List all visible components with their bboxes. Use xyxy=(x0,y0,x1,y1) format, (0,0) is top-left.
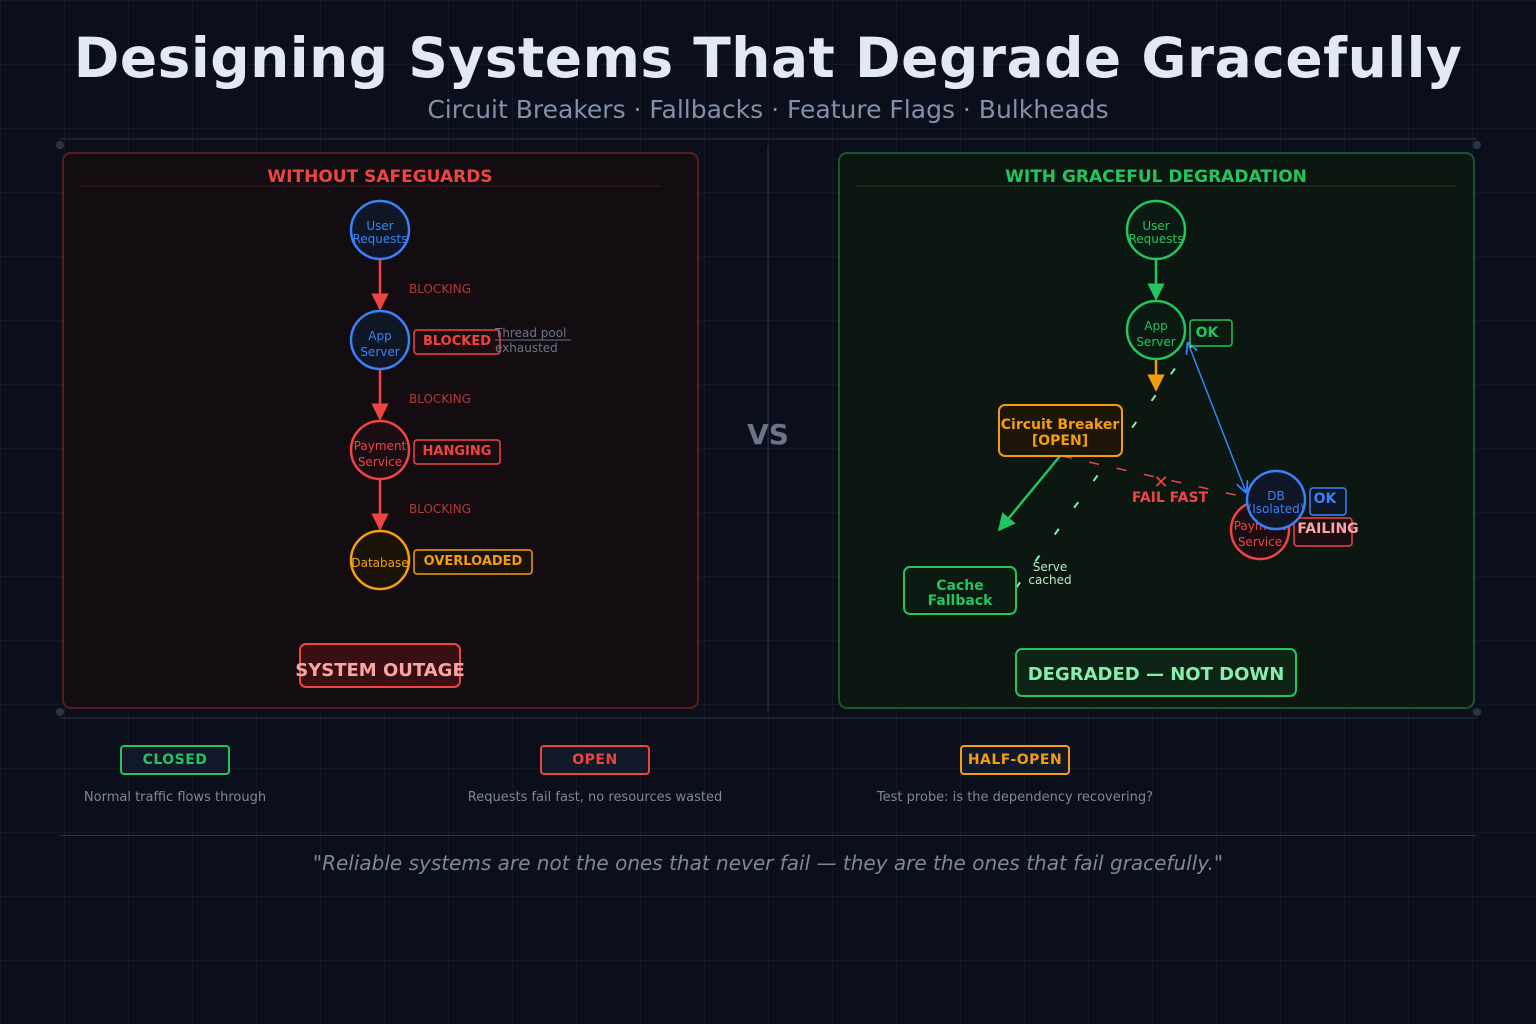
svg-text:(Isolated): (Isolated) xyxy=(1248,502,1305,516)
svg-text:Server: Server xyxy=(360,345,399,359)
node-user-requests: User Requests xyxy=(349,199,411,261)
left-panel: WITHOUT SAFEGUARDS BLOCKING BLOCKING BLO… xyxy=(62,152,699,709)
node-cache-fallback: Cache Fallback xyxy=(903,566,1017,615)
badge-db-ok: OK xyxy=(1309,487,1347,516)
svg-text:cached: cached xyxy=(1028,573,1071,587)
svg-text:FAILING: FAILING xyxy=(1297,521,1358,537)
page-title: Designing Systems That Degrade Gracefull… xyxy=(73,26,1463,90)
svg-text:exhausted: exhausted xyxy=(495,341,558,355)
node-app-server: App Server xyxy=(349,309,411,371)
svg-text:Payment: Payment xyxy=(354,439,407,453)
svg-text:DEGRADED — NOT DOWN: DEGRADED — NOT DOWN xyxy=(1028,664,1285,685)
svg-text:BLOCKED: BLOCKED xyxy=(423,334,491,349)
svg-text:Fallback: Fallback xyxy=(928,593,994,609)
svg-text:App: App xyxy=(368,329,391,343)
left-panel-heading: WITHOUT SAFEGUARDS xyxy=(267,167,492,187)
legend-desc-half-open: Test probe: is the dependency recovering… xyxy=(876,790,1154,805)
svg-text:Requests: Requests xyxy=(1129,232,1184,246)
svg-text:Circuit Breaker: Circuit Breaker xyxy=(1001,417,1120,433)
legend-chip-open: OPEN xyxy=(540,745,650,775)
divider xyxy=(60,835,1476,836)
svg-text:[OPEN]: [OPEN] xyxy=(1032,433,1088,449)
svg-text:User: User xyxy=(1142,219,1169,233)
serve-cached-label: Serve cached xyxy=(1028,560,1071,587)
fail-mark-icon: ✕ xyxy=(1153,472,1168,493)
svg-text:OK: OK xyxy=(1196,325,1220,341)
badge-failing: FAILING xyxy=(1293,517,1359,547)
node-app-server: App Server xyxy=(1125,299,1187,361)
svg-text:Cache: Cache xyxy=(936,578,983,594)
edge-label-blocking: BLOCKING xyxy=(409,282,471,296)
legend-chip-half-open: HALF-OPEN xyxy=(960,745,1070,775)
page-subtitle: Circuit Breakers · Fallbacks · Feature F… xyxy=(427,95,1109,124)
node-db-isolated: DB (Isolated) xyxy=(1245,469,1307,531)
svg-text:Service: Service xyxy=(358,455,402,469)
badge-app-ok: OK xyxy=(1189,319,1233,347)
edge-label-blocking: BLOCKING xyxy=(409,502,471,516)
node-user-requests: User Requests xyxy=(1125,199,1187,261)
svg-text:SYSTEM OUTAGE: SYSTEM OUTAGE xyxy=(295,660,465,681)
svg-text:Service: Service xyxy=(1238,535,1282,549)
outcome-system-outage: SYSTEM OUTAGE xyxy=(295,643,465,688)
svg-text:Database: Database xyxy=(351,556,408,570)
svg-text:OVERLOADED: OVERLOADED xyxy=(424,554,523,569)
badge-blocked: BLOCKED xyxy=(413,329,501,355)
svg-text:HANGING: HANGING xyxy=(423,444,492,459)
svg-text:Serve: Serve xyxy=(1033,560,1067,574)
legend-desc-closed: Normal traffic flows through xyxy=(83,790,267,805)
svg-text:Requests: Requests xyxy=(353,232,408,246)
fail-fast-label: FAIL FAST xyxy=(1132,490,1209,506)
right-panel: WITH GRACEFUL DEGRADATION User Requests … xyxy=(838,152,1475,709)
edge-app-to-db xyxy=(1188,343,1246,492)
svg-text:User: User xyxy=(366,219,393,233)
legend-chip-closed: CLOSED xyxy=(120,745,230,775)
vs-label: VS xyxy=(747,418,789,451)
svg-text:Thread pool: Thread pool xyxy=(494,326,566,340)
svg-text:Server: Server xyxy=(1136,335,1175,349)
node-payment-service: Payment Service xyxy=(349,419,411,481)
node-circuit-breaker: Circuit Breaker [OPEN] xyxy=(998,404,1123,457)
right-panel-heading: WITH GRACEFUL DEGRADATION xyxy=(1005,167,1307,187)
frame xyxy=(56,138,1481,719)
edge-label-blocking: BLOCKING xyxy=(409,392,471,406)
outcome-degraded-not-down: DEGRADED — NOT DOWN xyxy=(1015,648,1297,697)
legend-desc-open: Requests fail fast, no resources wasted xyxy=(467,790,723,805)
badge-overloaded: OVERLOADED xyxy=(413,549,533,575)
edge-fail-fast xyxy=(1061,455,1241,497)
node-database: Database xyxy=(349,529,411,591)
edge-breaker-to-cache xyxy=(997,455,1061,532)
badge-hanging: HANGING xyxy=(413,439,501,465)
closing-quote: "Reliable systems are not the ones that … xyxy=(312,851,1224,875)
thread-pool-note: Thread pool exhausted xyxy=(494,326,571,355)
svg-text:OK: OK xyxy=(1314,491,1338,507)
svg-text:App: App xyxy=(1144,319,1167,333)
svg-text:DB: DB xyxy=(1267,489,1284,503)
